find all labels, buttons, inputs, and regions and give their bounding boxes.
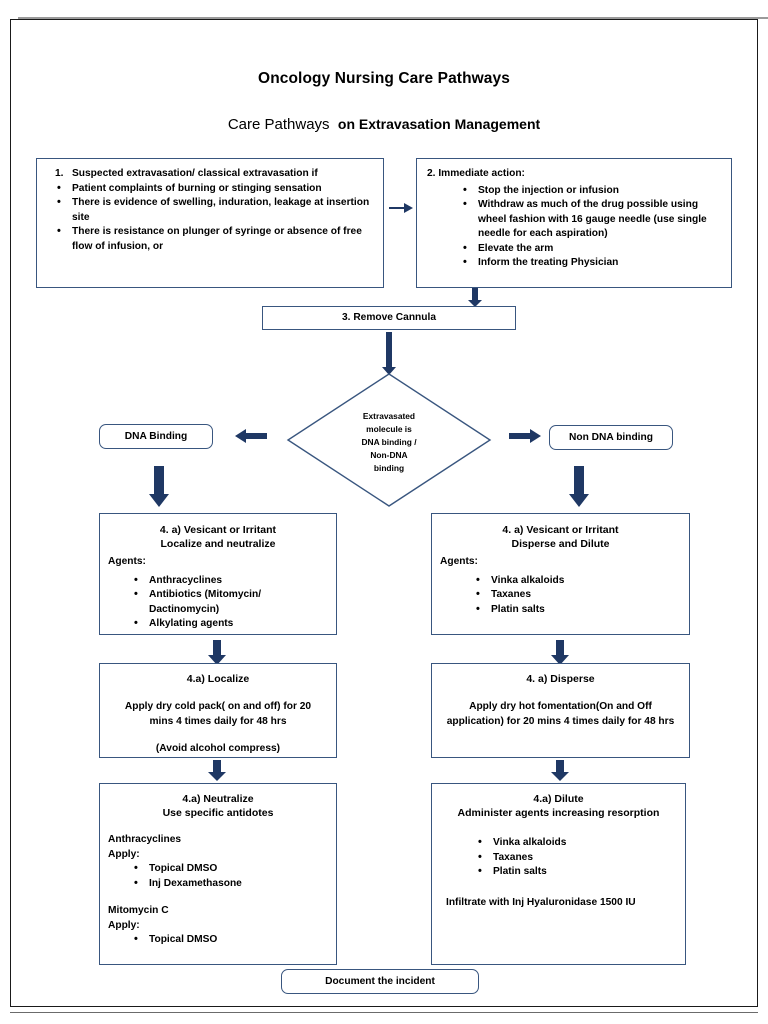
neutralize-box[interactable]: 4.a) Neutralize Use specific antidotes A… <box>99 783 337 965</box>
decision-line-3: DNA binding / <box>361 437 417 448</box>
dilute-bullet: Taxanes <box>476 850 677 866</box>
right-vesicant-heading-1: 4. a) Vesicant or Irritant <box>502 524 619 536</box>
step3-box[interactable]: 3. Remove Cannula <box>262 306 516 330</box>
neutralize-heading-2: Use specific antidotes <box>162 807 274 819</box>
step3-label: 3. Remove Cannula <box>342 312 436 323</box>
left-vesicant-bullet: Anthracyclines <box>132 573 328 589</box>
decision-text: Extravasated molecule is DNA binding / N… <box>323 410 455 475</box>
bottom-rule <box>10 1012 758 1013</box>
right-vesicant-box[interactable]: 4. a) Vesicant or Irritant Disperse and … <box>431 513 690 635</box>
step2-bullet: Elevate the arm <box>461 241 719 257</box>
left-vesicant-agents-label: Agents: <box>108 556 146 567</box>
right-vesicant-agents-label: Agents: <box>440 556 478 567</box>
page-title: Oncology Nursing Care Pathways <box>0 70 768 88</box>
step1-heading: 1. Suspected extravasation/ classical ex… <box>55 167 373 182</box>
disperse-body: Apply dry hot fomentation(On and Off app… <box>446 701 675 727</box>
dilute-bullet: Vinka alkaloids <box>476 835 677 851</box>
step2-box[interactable]: 2. Immediate action: Stop the injection … <box>416 158 732 288</box>
arrow-decision-to-non-dna-binding <box>508 427 542 445</box>
title-main: Oncology Nursing Care Pathways <box>258 70 510 87</box>
right-vesicant-bullet: Vinka alkaloids <box>474 573 681 589</box>
step1-bullet: Patient complaints of burning or stingin… <box>55 181 373 197</box>
localize-note: (Avoid alcohol compress) <box>155 743 281 754</box>
dilute-heading-1: 4.a) Dilute <box>533 793 584 805</box>
neutralize-group2-bullet: Topical DMSO <box>132 932 328 948</box>
decision-line-4: Non-DNA <box>370 450 408 461</box>
step2-bullet: Inform the treating Physician <box>461 255 719 271</box>
arrow-localize-to-neutralize <box>207 760 227 782</box>
dna-binding-label: DNA Binding <box>124 431 188 442</box>
neutralize-group1-apply: Apply: <box>108 848 140 860</box>
step2-heading: 2. Immediate action: <box>427 168 525 179</box>
neutralize-group2-title: Mitomycin C <box>108 905 169 916</box>
localize-box[interactable]: 4.a) Localize Apply dry cold pack( on an… <box>99 663 337 758</box>
arrow-right-vesicant-to-disperse <box>550 640 570 666</box>
right-vesicant-bullet: Platin salts <box>474 602 681 618</box>
left-vesicant-box[interactable]: 4. a) Vesicant or Irritant Localize and … <box>99 513 337 635</box>
neutralize-group1-bullet: Inj Dexamethasone <box>132 876 328 892</box>
neutralize-group1-bullet: Topical DMSO <box>132 861 328 877</box>
step1-bullet: There is evidence of swelling, induratio… <box>55 195 373 225</box>
page-subtitle: Care Pathways on Extravasation Managemen… <box>0 116 768 134</box>
arrow-non-dna-to-right-vesicant <box>568 466 590 508</box>
arrow-dna-to-left-vesicant <box>148 466 170 508</box>
localize-body: Apply dry cold pack( on and off) for 20 … <box>124 701 312 727</box>
arrow-step3-to-decision <box>380 332 398 376</box>
left-vesicant-bullet: Alkylating agents <box>132 616 328 632</box>
disperse-heading: 4. a) Disperse <box>526 673 595 685</box>
document-incident-box[interactable]: Document the incident <box>281 969 479 994</box>
arrow-left-vesicant-to-localize <box>207 640 227 666</box>
non-dna-binding-box[interactable]: Non DNA binding <box>549 425 673 450</box>
neutralize-heading-1: 4.a) Neutralize <box>182 793 254 805</box>
right-vesicant-bullet: Taxanes <box>474 587 681 603</box>
neutralize-group2-apply: Apply: <box>108 919 140 931</box>
arrow-disperse-to-dilute <box>550 760 570 782</box>
left-vesicant-heading-2: Localize and neutralize <box>160 538 276 550</box>
right-vesicant-heading-2: Disperse and Dilute <box>511 538 610 550</box>
subtitle-bold: on Extravasation Management <box>337 116 541 132</box>
dna-binding-box[interactable]: DNA Binding <box>99 424 213 449</box>
dilute-heading-2: Administer agents increasing resorption <box>457 807 660 819</box>
disperse-box[interactable]: 4. a) Disperse Apply dry hot fomentation… <box>431 663 690 758</box>
dilute-bullet: Platin salts <box>476 864 677 880</box>
step2-bullet: Stop the injection or infusion <box>461 183 719 199</box>
step1-bullet: There is resistance on plunger of syring… <box>55 224 373 254</box>
arrow-decision-to-dna-binding <box>234 427 268 445</box>
dilute-footer: Infiltrate with Inj Hyaluronidase 1500 I… <box>446 896 636 908</box>
left-vesicant-heading-1: 4. a) Vesicant or Irritant <box>159 524 277 536</box>
step1-box[interactable]: 1. Suspected extravasation/ classical ex… <box>36 158 384 288</box>
subtitle-light: Care Pathways <box>227 116 330 133</box>
document-incident-label: Document the incident <box>325 976 435 987</box>
decision-line-5: binding <box>373 463 405 474</box>
non-dna-binding-label: Non DNA binding <box>569 432 653 443</box>
step1-number: 1. <box>55 168 64 179</box>
dilute-box[interactable]: 4.a) Dilute Administer agents increasing… <box>431 783 686 965</box>
decision-line-2: molecule is <box>366 424 412 435</box>
decision-diamond[interactable]: Extravasated molecule is DNA binding / N… <box>286 372 492 508</box>
localize-heading: 4.a) Localize <box>186 673 250 685</box>
left-vesicant-bullet: Antibiotics (Mitomycin/ Dactinomycin) <box>132 587 328 617</box>
arrow-step1-to-step2 <box>388 199 414 217</box>
top-rule <box>18 17 768 19</box>
neutralize-group1-title: Anthracyclines <box>108 834 182 845</box>
decision-line-1: Extravasated <box>362 411 416 422</box>
step2-bullet: Withdraw as much of the drug possible us… <box>461 197 719 242</box>
diamond-shape <box>286 373 492 507</box>
arrow-step2-to-step3 <box>466 288 484 308</box>
